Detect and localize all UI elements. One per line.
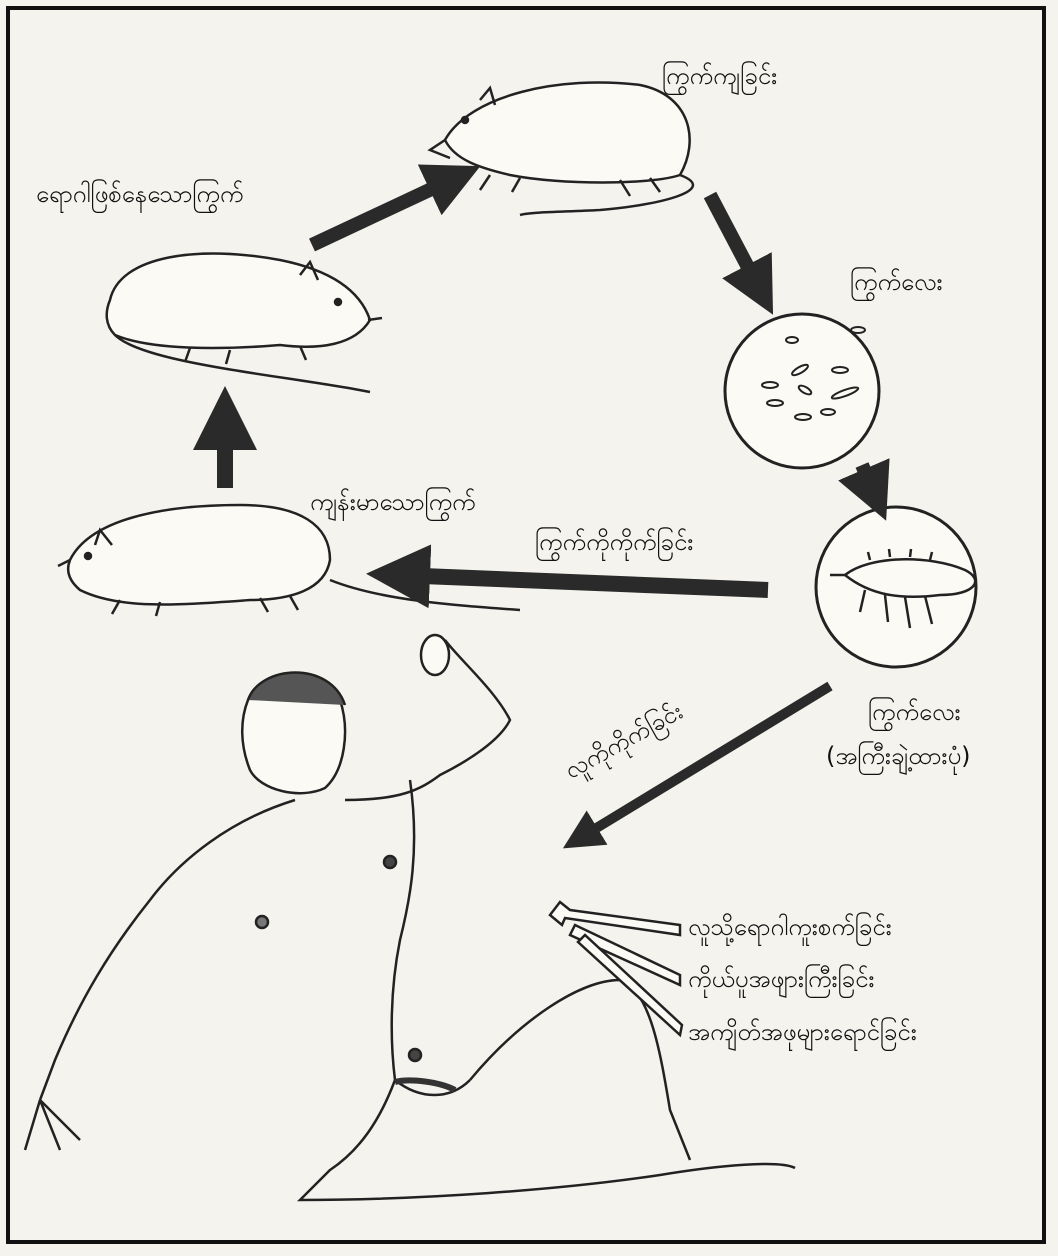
label-infected-rat: ရောဂါဖြစ်နေသောကြွက် (36, 180, 243, 209)
label-symptom-swelling: အကျိတ်အဖုများရောင်ခြင်း (688, 1018, 917, 1047)
label-flea-bites-rat: ကြွက်ကိုကိုက်ခြင်း (535, 528, 693, 557)
label-flea-enlarged-title: ကြွက်လေး (868, 698, 961, 727)
symptom-arrows (550, 902, 682, 1035)
rat-top (430, 82, 693, 215)
arrow-flea-to-human (580, 686, 830, 838)
arrow-flea-to-healthy (398, 575, 768, 590)
label-flea-enlarged-caption: (အကြီးချဲ့ထားပုံ) (826, 742, 971, 771)
rat-healthy (58, 505, 520, 616)
label-flea-sucking: ကြွက်ကျခြင်း (662, 62, 777, 91)
bacteria-circle (725, 314, 879, 468)
arrow-top-to-bacteria (710, 195, 760, 290)
label-symptom-fever: ကိုယ်ပူအဖျားကြီးခြင်း (688, 965, 875, 994)
arrow-bacteria-to-flea (862, 465, 875, 495)
arrow-infected-to-top (312, 178, 455, 245)
label-healthy-rat: ကျန်းမာသောကြွက် (310, 488, 476, 517)
label-rat-flea: ကြွက်လေး (850, 268, 943, 297)
rat-infected (107, 253, 382, 392)
label-symptom-transmission: လူသို့ရောဂါကူးစက်ခြင်း (688, 913, 892, 942)
flea-enlarged-circle (816, 507, 976, 667)
